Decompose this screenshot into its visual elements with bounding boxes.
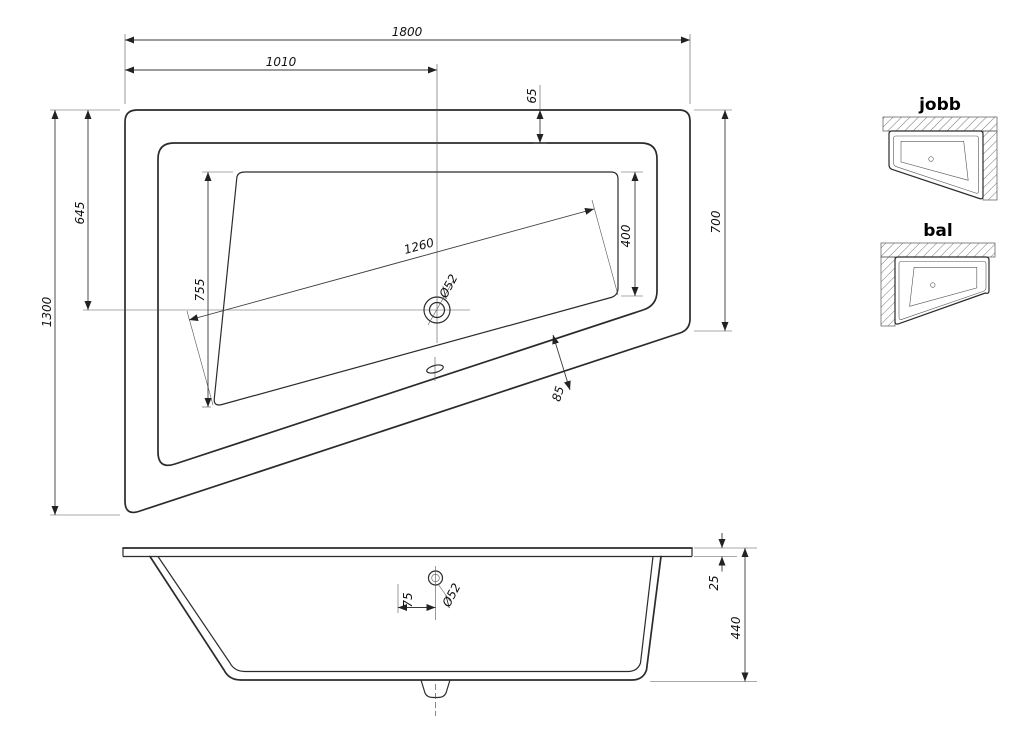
dim-drain-y: 645 [73,202,87,225]
dim-rim-diagonal: 85 [549,384,567,403]
bal-wall-left [880,256,896,327]
side-dimension-lines [398,533,749,682]
dim-rim-drop: 25 [707,575,721,590]
dim-rim-top: 65 [525,88,539,103]
bal-tub-outer [894,256,990,325]
bal-wall-top [880,242,996,258]
variant-jobb-label: jobb [918,95,961,115]
tub-outer-contour [124,109,691,514]
side-extension-lines [397,547,757,682]
overflow-slot [426,364,444,374]
dim-drain-dia-side: Ø52 [439,581,463,610]
bal-drain [930,282,936,288]
dim-drain-offset: 75 [401,592,415,607]
jobb-drain [928,156,934,162]
variant-bal: bal [880,221,996,327]
plan-extension-lines [50,34,732,516]
bal-tub-basin [909,267,978,307]
side-view: 75 Ø52 25 440 [122,533,757,716]
plan-view: 1800 1010 65 1300 645 755 700 400 1260 Ø… [40,25,732,516]
bal-tub-rim [898,261,987,320]
variant-bal-label: bal [923,221,952,241]
dim-basin-right-height: 400 [619,224,633,247]
dim-basin-left-height: 755 [193,279,207,302]
tub-rim-contour [157,142,658,467]
dim-total-height: 440 [729,616,743,639]
variant-jobb: jobb [882,95,998,201]
side-drain-dia-leader [437,583,451,602]
jobb-tub-outer [888,130,984,200]
side-body-inner [157,556,654,673]
dim-total-width: 1800 [392,25,423,39]
jobb-tub-rim [893,135,979,194]
dim-drain-x: 1010 [266,55,297,69]
dim-right-side: 700 [709,210,723,233]
plan-dimension-lines [51,36,729,515]
dim-total-depth: 1300 [40,296,54,327]
jobb-wall-top [882,116,998,132]
jobb-tub-basin [900,141,969,181]
tub-basin-contour [213,171,619,406]
jobb-wall-right [982,130,998,201]
side-body-outer [149,555,662,681]
